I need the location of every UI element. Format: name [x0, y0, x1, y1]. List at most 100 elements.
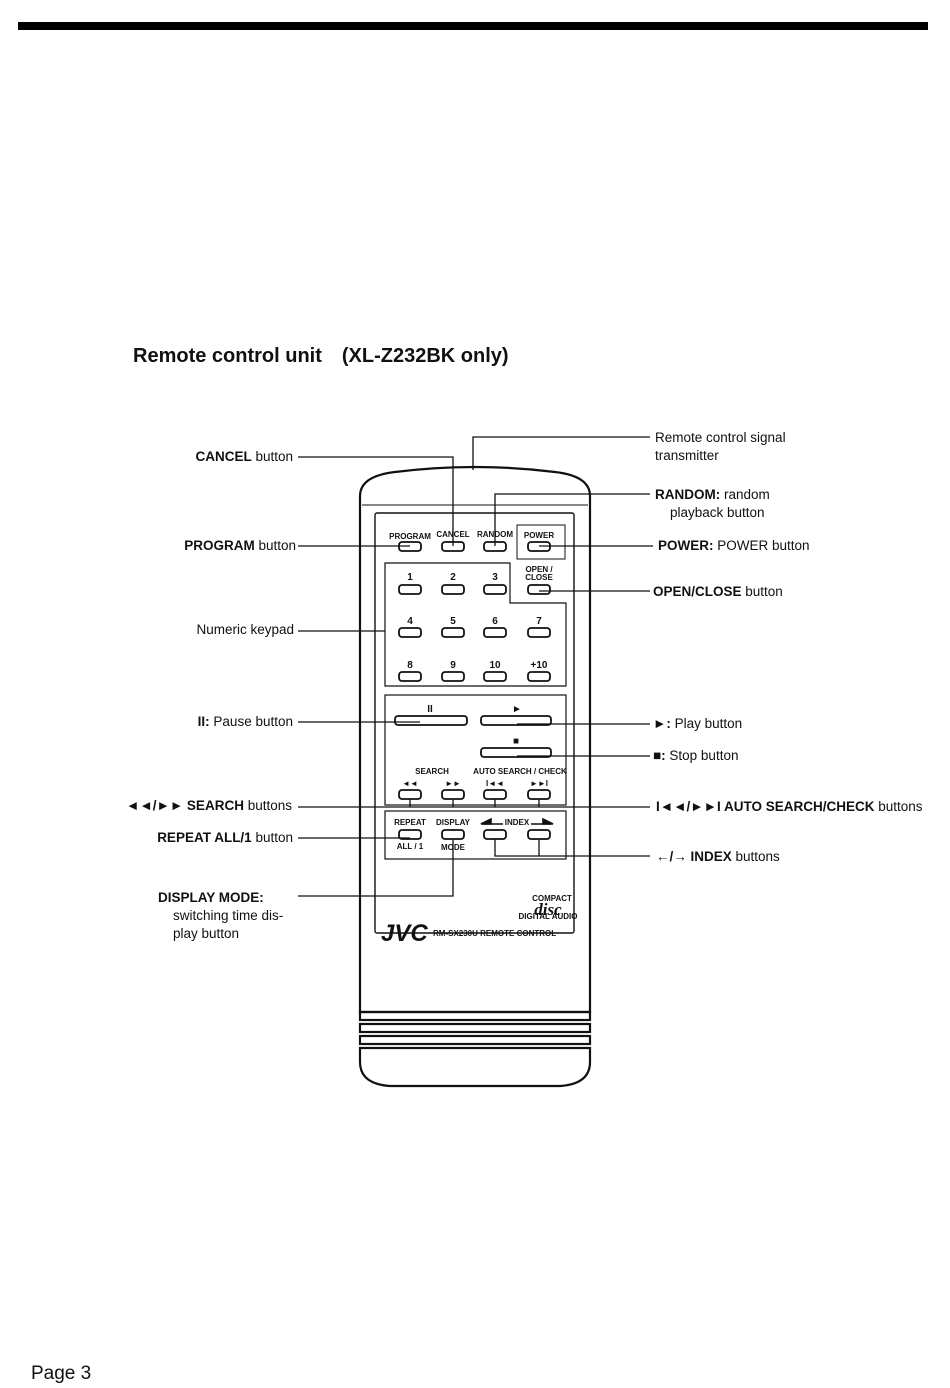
- page-number: Page 3: [31, 1363, 92, 1384]
- label-power: POWER: POWER button: [658, 537, 810, 555]
- label-cancel-bold: CANCEL: [195, 449, 252, 464]
- remote-search-fwd: ►►: [445, 779, 461, 788]
- remote-label-program: PROGRAM: [389, 532, 431, 541]
- label-search-text: buttons: [243, 798, 292, 813]
- cd-logo-top: COMPACT: [532, 894, 572, 903]
- remote-key-7[interactable]: [527, 627, 551, 638]
- remote-key-10[interactable]: [483, 671, 507, 682]
- label-program: PROGRAM button: [150, 537, 296, 555]
- remote-num-6: 6: [492, 616, 498, 627]
- label-pause-bold: II:: [197, 714, 210, 729]
- remote-pause-symbol: II: [427, 704, 433, 715]
- remote-index-label: INDEX: [505, 818, 530, 827]
- label-search-bold: ◄◄/►► SEARCH: [125, 798, 244, 813]
- label-random-text: random: [720, 487, 770, 502]
- label-display-mode-line1: switching time dis-: [173, 908, 284, 923]
- remote-search-label: SEARCH: [415, 767, 449, 776]
- remote-num-plus10: +10: [531, 660, 548, 671]
- label-display-mode-line2: play button: [173, 926, 240, 941]
- remote-key-repeat[interactable]: [398, 829, 422, 840]
- remote-body: [358, 465, 592, 1088]
- remote-key-play[interactable]: [480, 715, 552, 726]
- label-cancel-text: button: [251, 449, 293, 464]
- remote-stop-symbol: ■: [513, 736, 519, 747]
- label-pause-text: Pause button: [209, 714, 293, 729]
- remote-key-auto-next[interactable]: [527, 789, 551, 800]
- remote-key-8[interactable]: [398, 671, 422, 682]
- remote-num-4: 4: [407, 616, 413, 627]
- remote-key-search-rew[interactable]: [398, 789, 422, 800]
- remote-num-5: 5: [450, 616, 456, 627]
- remote-key-auto-prev[interactable]: [483, 789, 507, 800]
- remote-key-search-fwd[interactable]: [441, 789, 465, 800]
- label-index: ←/→ INDEX buttons: [656, 848, 780, 866]
- remote-label-close: CLOSE: [525, 573, 553, 582]
- remote-key-1[interactable]: [398, 584, 422, 595]
- label-index-bold: ←/→ INDEX: [656, 849, 732, 864]
- label-program-text: button: [254, 538, 296, 553]
- remote-play-symbol: ►: [512, 704, 522, 715]
- remote-num-7: 7: [536, 616, 542, 627]
- title-text: Remote control unit: [133, 345, 322, 367]
- remote-key-plus10[interactable]: [527, 671, 551, 682]
- label-display-mode: DISPLAY MODE:switching time dis-play but…: [158, 889, 283, 943]
- remote-key-4[interactable]: [398, 627, 422, 638]
- label-play-text: Play button: [670, 716, 743, 731]
- remote-key-index-fwd[interactable]: [527, 829, 551, 840]
- remote-key-stop[interactable]: [480, 747, 552, 758]
- remote-label-power: POWER: [524, 531, 554, 540]
- label-cancel: CANCEL button: [160, 448, 293, 466]
- remote-auto-next: ►►I: [530, 779, 548, 788]
- label-index-text: buttons: [731, 849, 780, 864]
- label-pause: II: Pause button: [150, 713, 293, 731]
- title-model: (XL-Z232BK only): [341, 345, 509, 367]
- remote-keys: [394, 541, 552, 840]
- label-repeat-bold: REPEAT ALL/1: [157, 830, 252, 845]
- label-power-bold: POWER:: [658, 538, 714, 553]
- remote-model-text: RM-SX230U REMOTE CONTROL: [433, 929, 556, 938]
- remote-repeat-sub: ALL / 1: [397, 842, 424, 851]
- remote-label-open: OPEN /: [525, 565, 553, 574]
- remote-key-2[interactable]: [441, 584, 465, 595]
- index-arrow-icons: [480, 817, 554, 825]
- remote-num-2: 2: [450, 572, 456, 583]
- remote-key-6[interactable]: [483, 627, 507, 638]
- remote-num-3: 3: [492, 572, 498, 583]
- label-stop-text: Stop button: [665, 748, 739, 763]
- remote-key-display[interactable]: [441, 829, 465, 840]
- page-title: Remote control unit (XL-Z232BK only): [133, 345, 509, 368]
- remote-num-9: 9: [450, 660, 456, 671]
- label-random-line2: playback button: [670, 505, 765, 520]
- label-search: ◄◄/►► SEARCH buttons: [100, 797, 292, 815]
- remote-key-labels: PROGRAM CANCEL RANDOM POWER OPEN / CLOSE…: [381, 530, 577, 947]
- label-auto-search-text: buttons: [874, 799, 923, 814]
- label-auto-search: I◄◄/►►I AUTO SEARCH/CHECK buttons: [656, 798, 923, 816]
- label-open-close-bold: OPEN/CLOSE: [653, 584, 742, 599]
- label-open-close-text: button: [741, 584, 783, 599]
- remote-key-9[interactable]: [441, 671, 465, 682]
- remote-key-index-back[interactable]: [483, 829, 507, 840]
- remote-brand: JVC: [381, 920, 428, 947]
- label-play-bold: ►:: [653, 716, 671, 731]
- label-auto-search-bold: I◄◄/►►I AUTO SEARCH/CHECK: [656, 799, 875, 814]
- label-program-bold: PROGRAM: [184, 538, 255, 553]
- label-repeat: REPEAT ALL/1 button: [120, 829, 293, 847]
- remote-repeat-label: REPEAT: [394, 818, 426, 827]
- top-rule: [18, 22, 928, 30]
- cd-logo-bottom: DIGITAL AUDIO: [519, 912, 578, 921]
- label-open-close: OPEN/CLOSE button: [653, 583, 783, 601]
- label-repeat-text: button: [251, 830, 293, 845]
- cd-logo-main: disc: [534, 900, 562, 919]
- remote-key-3[interactable]: [483, 584, 507, 595]
- remote-auto-prev: I◄◄: [486, 779, 504, 788]
- label-keypad-text: Numeric keypad: [196, 622, 294, 637]
- label-stop-bold: ■:: [653, 748, 666, 763]
- remote-key-5[interactable]: [441, 627, 465, 638]
- remote-key-pause[interactable]: [394, 715, 468, 726]
- remote-key-open-close[interactable]: [527, 584, 551, 595]
- label-play: ►: Play button: [653, 715, 742, 733]
- leader-lines: [298, 436, 653, 897]
